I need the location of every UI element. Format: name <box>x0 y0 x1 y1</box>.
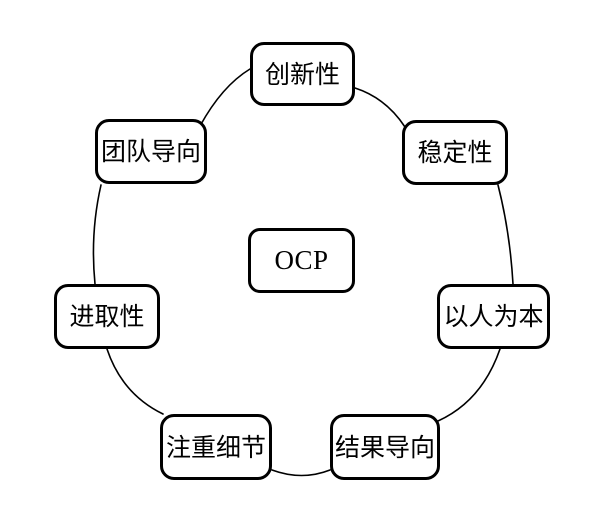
node-label: 注重细节 <box>165 432 266 462</box>
node-lower-left[interactable]: 注重细节 <box>160 414 272 480</box>
node-right[interactable]: 以人为本 <box>437 284 550 349</box>
connector-arc <box>354 87 406 128</box>
node-lower-right[interactable]: 结果导向 <box>330 414 440 480</box>
node-label: 团队导向 <box>100 137 201 166</box>
node-label: 结果导向 <box>334 432 435 462</box>
node-label: 进取性 <box>69 302 145 331</box>
node-upper-right[interactable]: 稳定性 <box>402 120 508 185</box>
connector-arc <box>92 184 102 285</box>
node-label: 稳定性 <box>417 138 493 167</box>
node-label: 以人为本 <box>443 302 544 331</box>
node-top[interactable]: 创新性 <box>250 42 355 106</box>
connector-arc <box>106 348 164 415</box>
connector-arc <box>497 184 514 285</box>
node-upper-left[interactable]: 团队导向 <box>95 119 207 184</box>
connector-arc <box>199 68 251 127</box>
node-left[interactable]: 进取性 <box>54 284 160 349</box>
node-center-ocp[interactable]: OCP <box>248 228 355 293</box>
node-label: 创新性 <box>264 59 340 89</box>
node-label: OCP <box>274 245 329 275</box>
connector-arc <box>271 469 331 477</box>
connector-arc <box>437 348 501 422</box>
